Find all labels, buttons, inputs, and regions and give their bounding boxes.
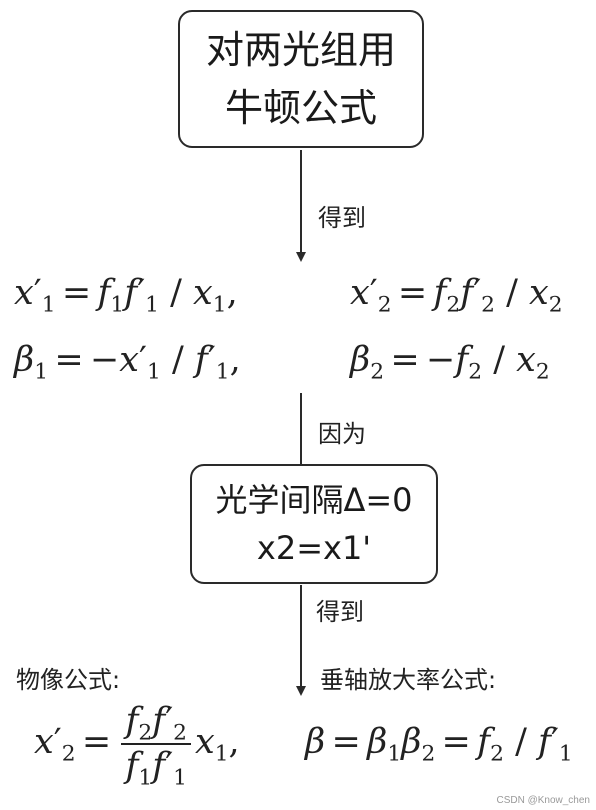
box-top-line2: 牛顿公式 [224, 86, 377, 130]
arrow-2-head [296, 686, 306, 696]
arrow-2-shaft [300, 585, 302, 688]
box-mid-line2: x2=x1' [256, 529, 372, 567]
label-magnification-formula: 垂轴放大率公式: [320, 666, 497, 694]
formula-beta2: β2=−f2 / x2 [350, 340, 550, 385]
watermark: CSDN @Know_chen [496, 795, 590, 806]
label-get-1: 得到 [318, 204, 366, 232]
arrow-1-shaft [300, 150, 302, 254]
box-top-line1: 对两光组用 [205, 28, 396, 72]
label-object-image-formula: 物像公式: [16, 666, 121, 694]
formula-beta-final: β=β1β2=f2 / f′1 [305, 722, 573, 767]
formula-beta1: β1=−x′1 / f′1, [14, 340, 241, 385]
arrow-1-head [296, 252, 306, 262]
label-get-2: 得到 [316, 598, 364, 626]
box-optical-interval: 光学间隔Δ=0 x2=x1' [190, 464, 438, 584]
formula-x1-prime: x′1=f1f′1 / x1, [14, 273, 238, 318]
connector-line [300, 393, 302, 464]
formula-x2-prime: x′2=f2f′2 / x2 [350, 273, 563, 318]
box-newton-formula: 对两光组用 牛顿公式 [178, 10, 424, 148]
box-mid-line1: 光学间隔Δ=0 [215, 481, 413, 519]
label-because: 因为 [318, 420, 366, 448]
